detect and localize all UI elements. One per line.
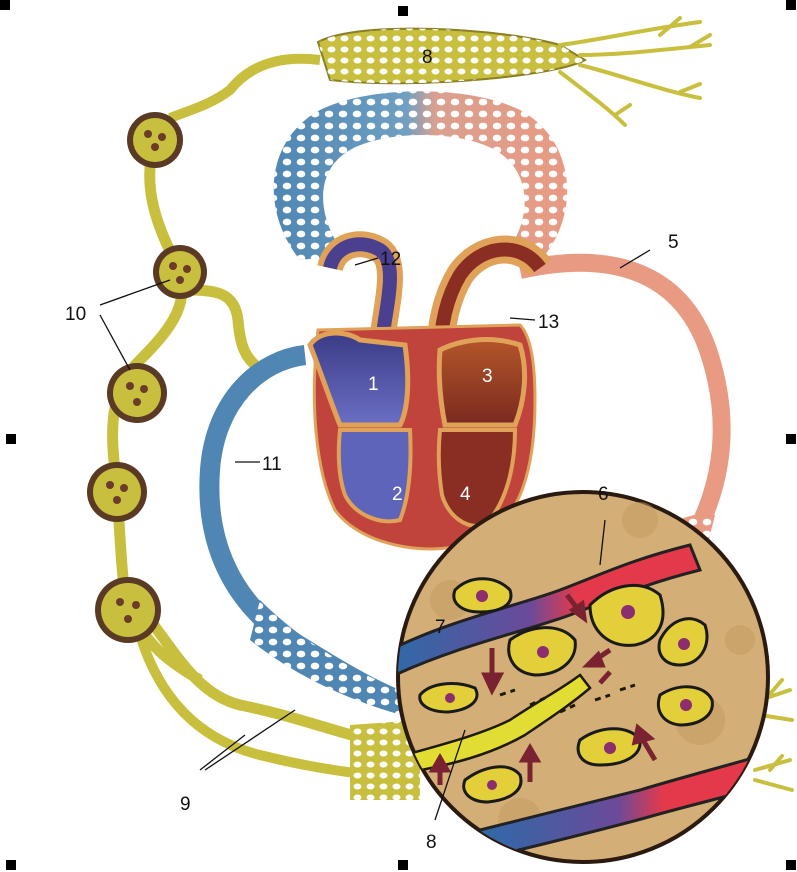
lymph-node-5 xyxy=(95,577,161,643)
lymph-node-2 xyxy=(153,245,207,299)
lymph-node-3 xyxy=(107,363,167,423)
label-pulmonary-artery: 12 xyxy=(380,249,401,270)
label-lymph-capillary-top: 8 xyxy=(422,47,433,68)
label-tissue: 7 xyxy=(435,617,446,638)
label-right-ventricle: 2 xyxy=(392,484,403,505)
resize-handle-top-right[interactable] xyxy=(786,0,796,10)
septum xyxy=(415,340,432,520)
resize-handle-bottom-right[interactable] xyxy=(786,860,796,870)
resize-handle-middle-left[interactable] xyxy=(6,434,16,444)
label-pulmonary-vein: 13 xyxy=(538,312,559,333)
resize-handle-top-middle[interactable] xyxy=(398,6,408,16)
label-lymph-capillary-bottom: 8 xyxy=(426,832,437,853)
lymph-vessel-top xyxy=(170,59,320,118)
label-aorta: 5 xyxy=(668,232,679,253)
label-lymph-nodes: 10 xyxy=(65,304,86,325)
label-right-atrium: 1 xyxy=(368,374,379,395)
label-left-ventricle: 4 xyxy=(460,484,471,505)
lymph-node-4 xyxy=(87,462,147,522)
pulmonary-capillary-network xyxy=(274,91,567,260)
resize-handle-bottom-middle[interactable] xyxy=(398,860,408,870)
tissue-magnification xyxy=(390,492,785,862)
lymph-node-1 xyxy=(127,112,183,168)
label-vena-cava: 11 xyxy=(262,454,282,475)
label-lymph-vessels: 9 xyxy=(180,794,191,815)
label-blood-capillary: 6 xyxy=(598,484,609,505)
resize-handle-bottom-left[interactable] xyxy=(6,860,16,870)
resize-handle-middle-right[interactable] xyxy=(786,434,796,444)
resize-handle-top-left[interactable] xyxy=(0,0,10,10)
lymph-duct-branch xyxy=(190,290,262,370)
label-left-atrium: 3 xyxy=(482,366,493,387)
